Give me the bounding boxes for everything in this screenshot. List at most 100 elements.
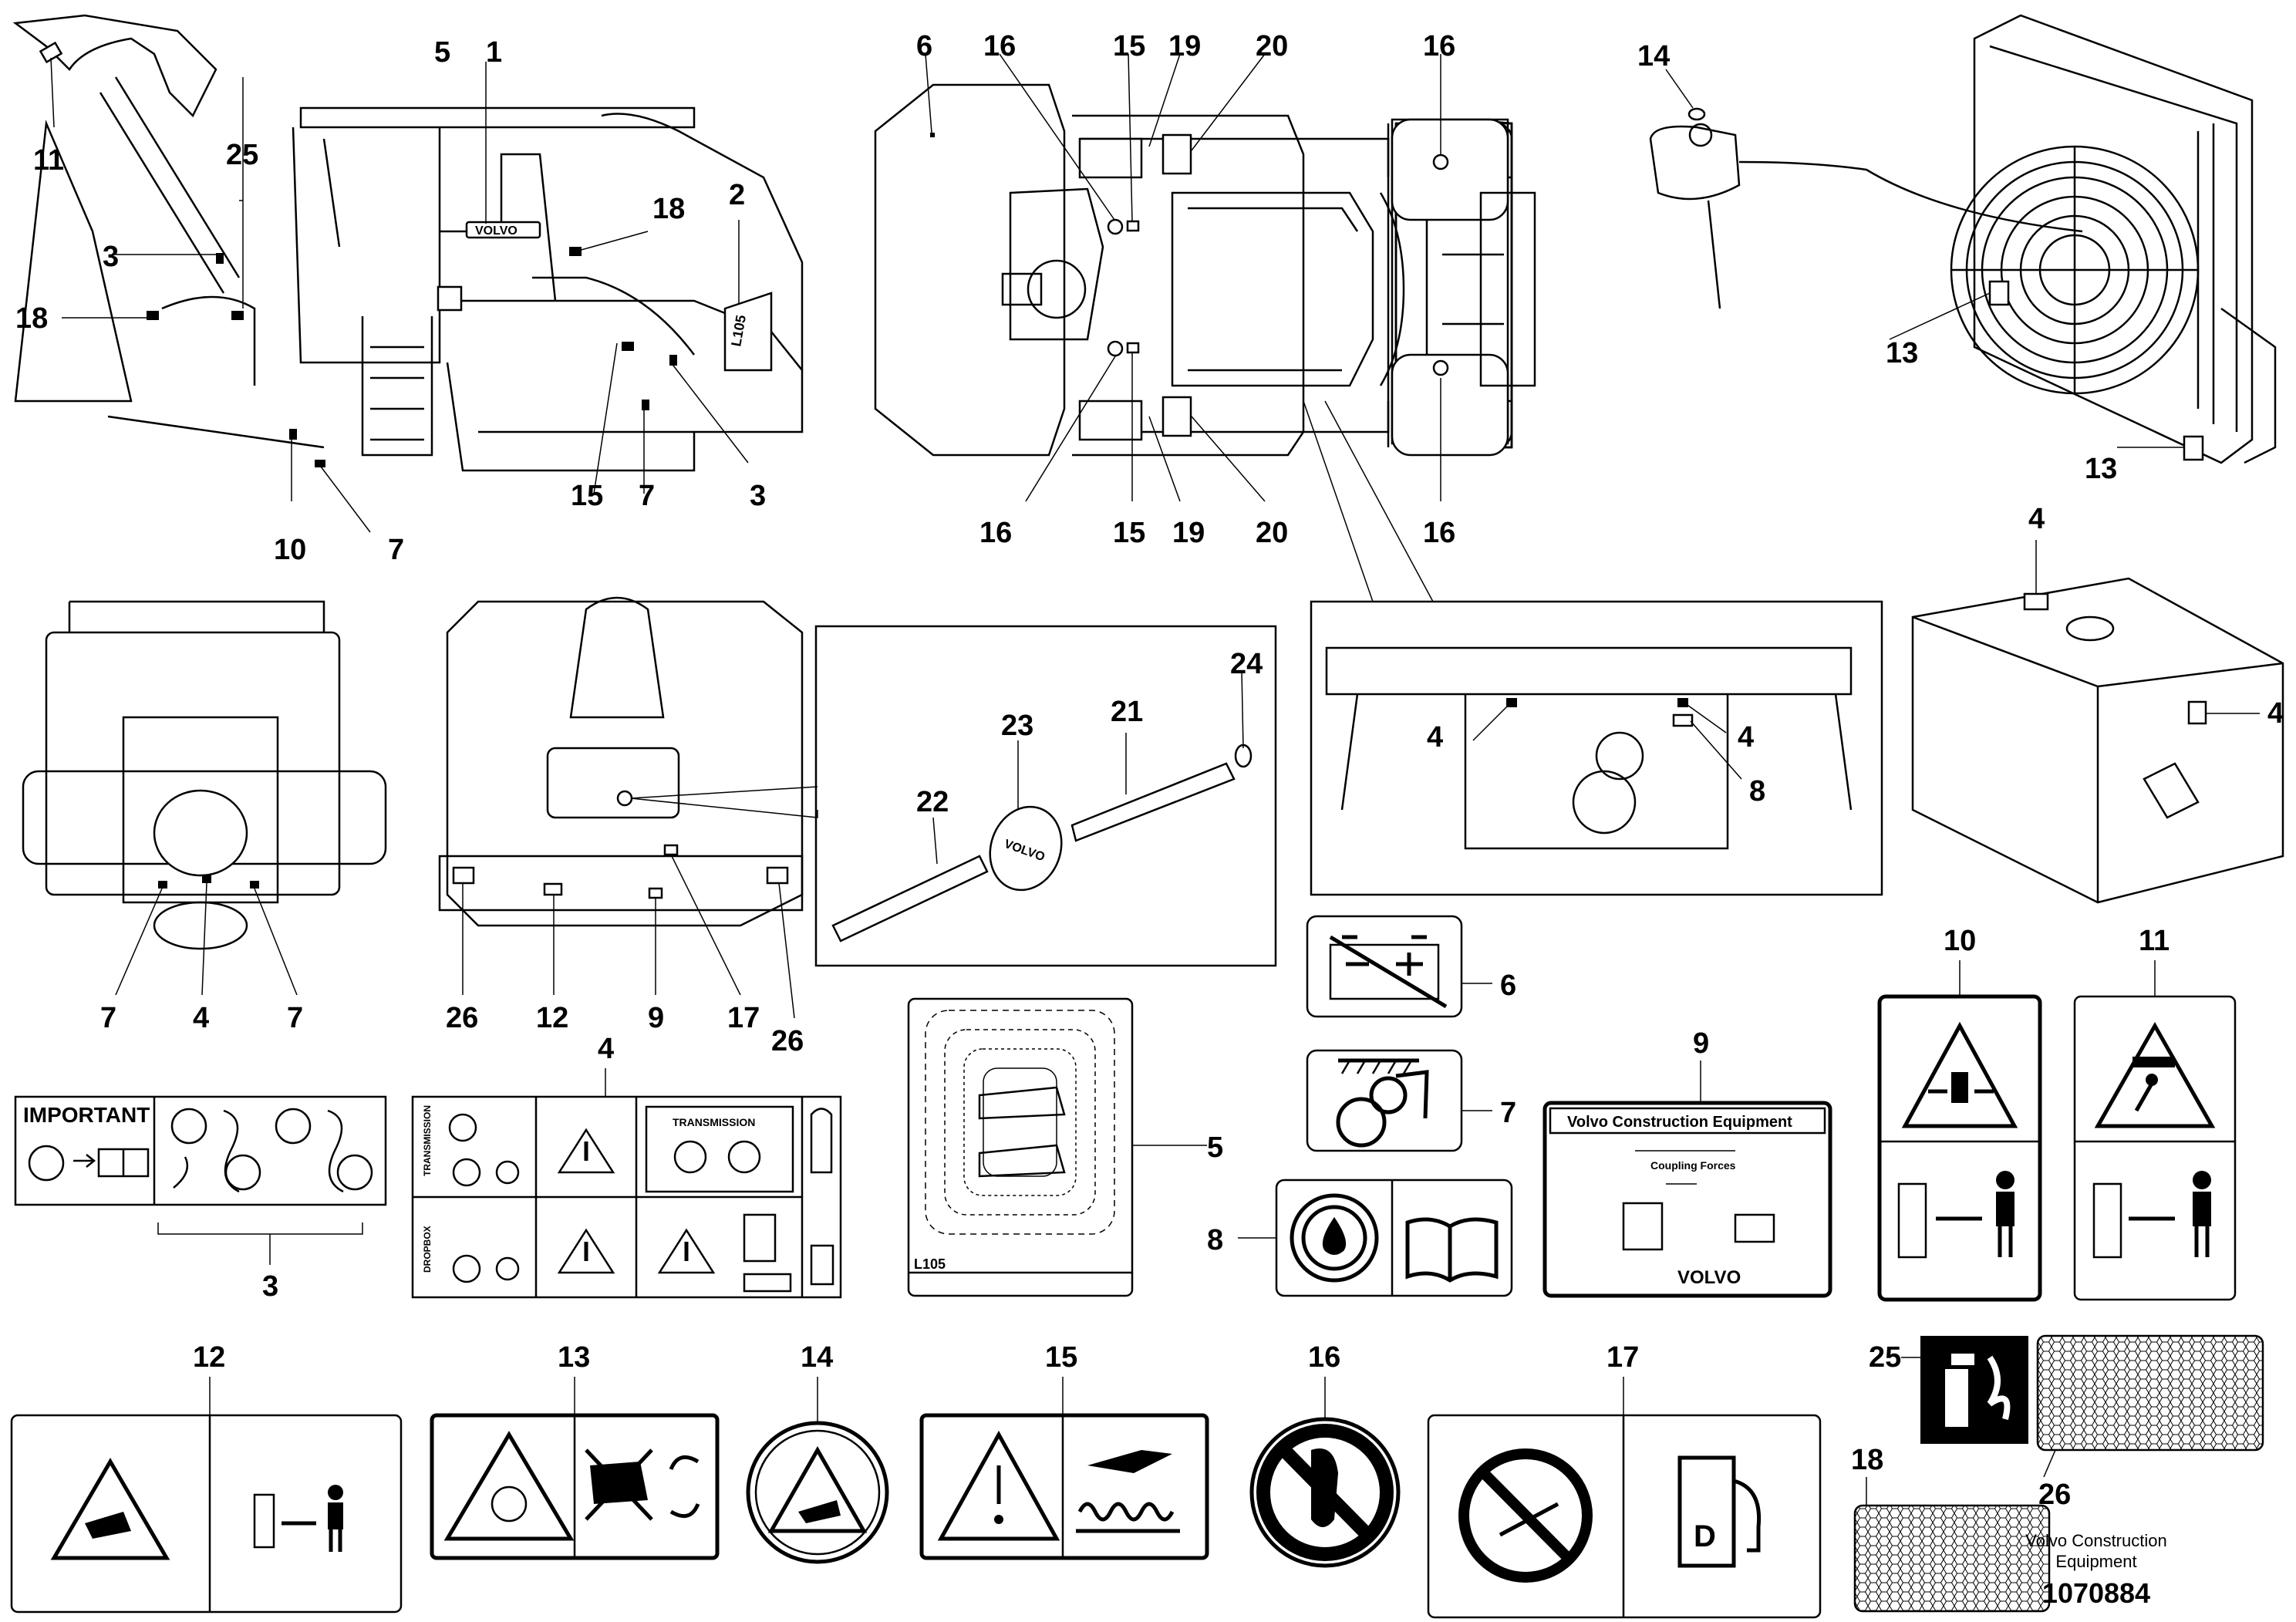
callout-10-decal: 10 (1944, 925, 1976, 957)
callout-14-decal: 14 (801, 1341, 833, 1374)
callout-16-top-a: 16 (983, 30, 1016, 62)
drawing-number: 1070884 (2042, 1577, 2150, 1609)
callout-20-top-a: 20 (1256, 30, 1288, 62)
decal-13-fan-warning (430, 1377, 720, 1560)
callout-1: 1 (486, 36, 502, 69)
callout-4-tank-top: 4 (2028, 503, 2045, 535)
decal-12-pinch-warning (10, 1377, 403, 1614)
callout-17-decal: 17 (1607, 1341, 1639, 1374)
callout-11-decal: 11 (2139, 925, 2170, 957)
callout-6-decal: 6 (1500, 969, 1516, 1002)
company-line-1: Volvo Construction (2025, 1531, 2166, 1550)
callout-26-decal: 26 (2038, 1479, 2071, 1511)
callout-23: 23 (1001, 710, 1033, 742)
loader-side-view: L105 VOLVO (12, 14, 804, 533)
decal-4-transmission: TRANSMISSION DROPBOX TRANSMISSION (411, 1068, 842, 1299)
decal-3-important: IMPORTANT (14, 1095, 387, 1265)
decal-8-oil-manual (1238, 1179, 1513, 1297)
callout-7-front-b: 7 (287, 1002, 303, 1034)
callout-9-decal: 9 (1693, 1027, 1709, 1060)
callout-7-side: 7 (388, 534, 404, 566)
title-block: Volvo Construction Equipment 1070884 (2025, 1531, 2166, 1609)
callout-4-decal: 4 (598, 1033, 614, 1065)
callout-7-front-a: 7 (100, 1002, 116, 1034)
decal-5-turning-circle: L105 (907, 997, 1207, 1297)
decal-18-reflector (1853, 1477, 2051, 1613)
callout-26-rear-b: 26 (771, 1025, 804, 1057)
decal-6-battery (1306, 915, 1492, 1018)
detail-frame (1310, 600, 1883, 896)
coupling-forces-label: Coupling Forces (1650, 1159, 1736, 1172)
callout-15-decal: 15 (1045, 1341, 1077, 1374)
callout-2: 2 (729, 179, 745, 211)
callout-12-rear: 12 (536, 1002, 568, 1034)
loader-rear-view (438, 596, 818, 1019)
hydraulic-tank-view (1911, 540, 2284, 904)
callout-18-left: 18 (15, 302, 48, 335)
transmission-side-label: TRANSMISSION (422, 1105, 433, 1176)
transmission-top-label: TRANSMISSION (673, 1116, 755, 1128)
callout-5-top: 5 (434, 36, 450, 69)
callout-13-left: 13 (1886, 337, 1918, 369)
callout-18-decal: 18 (1851, 1444, 1883, 1476)
decal-9-coupling-forces: Volvo Construction Equipment Coupling Fo… (1542, 1061, 1832, 1298)
decal-25-fire-extinguisher (1901, 1336, 2028, 1444)
callout-18-top: 18 (652, 193, 685, 225)
callout-9-rear: 9 (648, 1002, 664, 1034)
callout-16-bottom-a: 16 (979, 517, 1012, 549)
callout-16-decal: 16 (1308, 1341, 1340, 1374)
callout-21: 21 (1111, 696, 1143, 728)
callout-20-bottom-a: 20 (1256, 517, 1288, 549)
callout-3-left: 3 (103, 241, 119, 273)
volvo-logo-decal9: VOLVO (1677, 1267, 1741, 1288)
decal-11-fall-warning (2073, 960, 2237, 1301)
callout-16-top-b: 16 (1423, 30, 1455, 62)
callout-13-decal: 13 (558, 1341, 590, 1374)
callout-labels: 11 25 3 18 5 1 18 2 10 7 15 7 3 6 16 15 … (15, 30, 2284, 1511)
callout-25-decal: 25 (1869, 1341, 1901, 1374)
callout-13-right: 13 (2085, 453, 2117, 485)
callout-4-front: 4 (193, 1002, 209, 1034)
callout-7-decal: 7 (1500, 1097, 1516, 1129)
loader-top-view (874, 53, 1536, 602)
callout-12-decal: 12 (193, 1341, 225, 1374)
callout-6-top: 6 (916, 30, 932, 62)
callout-7-side-2: 7 (639, 480, 655, 512)
decal-10-crush-warning (1877, 960, 2042, 1302)
callout-22: 22 (916, 786, 949, 818)
fan-radiator-view (1649, 14, 2277, 464)
decal-26-reflector (2036, 1334, 2264, 1478)
callout-15-top-a: 15 (1113, 30, 1145, 62)
loader-front-view (22, 600, 387, 996)
callout-19-bottom-a: 19 (1172, 517, 1205, 549)
callout-25: 25 (226, 139, 258, 171)
callout-3-decal: 3 (262, 1270, 278, 1303)
callout-26-rear-a: 26 (446, 1002, 478, 1034)
decal-14-hot-surface (746, 1377, 889, 1564)
callout-10-top: 10 (274, 534, 306, 566)
callout-5-decal: 5 (1207, 1131, 1223, 1164)
decal-17-no-smoking-fuel: D (1427, 1377, 1822, 1619)
detail-drawbar-decals: VOLVO (814, 625, 1277, 967)
callout-4-tank-right: 4 (2267, 697, 2284, 730)
callout-8-decal: 8 (1207, 1224, 1223, 1256)
callout-24: 24 (1230, 648, 1263, 680)
company-line-2: Equipment (2055, 1552, 2136, 1571)
callout-4-frame-right: 4 (1738, 721, 1754, 754)
hook-icon (170, 1108, 373, 1193)
callout-19-top-a: 19 (1168, 30, 1201, 62)
important-label: IMPORTANT (23, 1103, 150, 1127)
decal-16-no-step (1249, 1377, 1401, 1568)
callout-14-top: 14 (1637, 40, 1670, 73)
callout-17-rear: 17 (727, 1002, 760, 1034)
volvo-emblem-cab: VOLVO (475, 224, 518, 238)
decal-15-hot-warning (919, 1377, 1209, 1560)
dropbox-label: DROPBOX (422, 1226, 433, 1273)
callout-16-bottom-b: 16 (1423, 517, 1455, 549)
callout-3-side: 3 (750, 480, 766, 512)
decal-7-lifting-point (1306, 1049, 1492, 1152)
callout-11-top: 11 (33, 144, 64, 177)
vce-header: Volvo Construction Equipment (1567, 1114, 1792, 1131)
callout-15-bottom-a: 15 (1113, 517, 1145, 549)
